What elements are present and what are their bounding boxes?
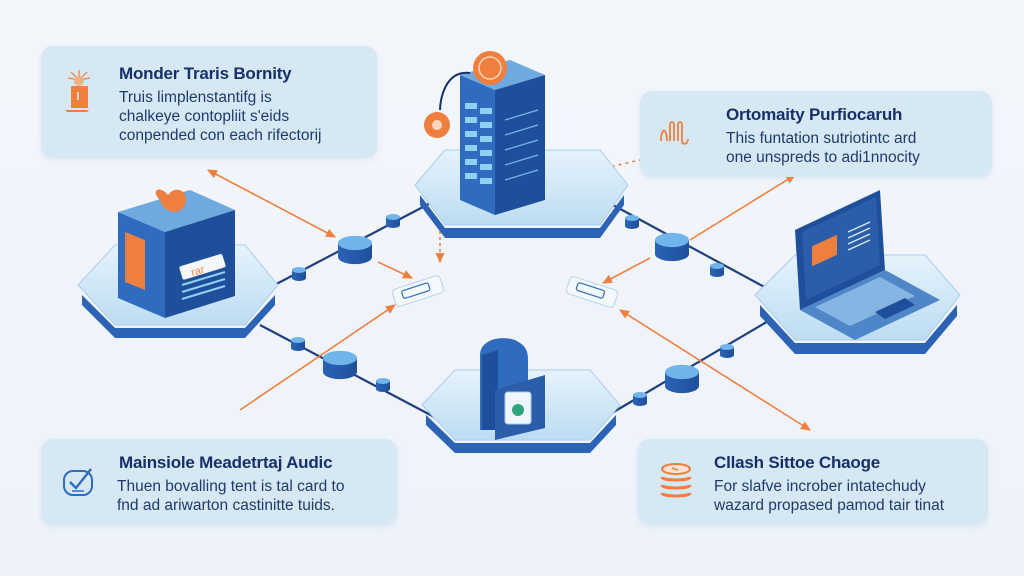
- db-node-small[interactable]: [720, 344, 734, 358]
- db-node-large[interactable]: [665, 364, 699, 394]
- card-line: wazard propased pamod tair tinat: [714, 497, 945, 514]
- card-top-left: Monder Traris Bornity Truis limplenstant…: [41, 46, 377, 158]
- card-title: Monder Traris Bornity: [119, 64, 292, 83]
- card-line: This funtation sutriotintc ard: [726, 130, 917, 147]
- checkmark-shield-icon: [63, 468, 93, 496]
- db-node-small[interactable]: [292, 267, 306, 281]
- db-node-large[interactable]: [655, 232, 689, 262]
- switch-left[interactable]: [391, 275, 445, 308]
- card-bottom-left: Mainsiole Meadetrtaj Audic Thuen bovalli…: [41, 439, 397, 525]
- security-terminal-icon[interactable]: [480, 338, 545, 440]
- card-title: Ortomaity Purfiocaruh: [726, 105, 903, 124]
- db-node-small[interactable]: [376, 378, 390, 392]
- storage-box-icon[interactable]: rar: [118, 189, 235, 318]
- db-nodes: [291, 214, 734, 406]
- card-bottom-right: Cllash Sittoe Chaoge For slafve incrober…: [638, 439, 988, 525]
- arrow-card-tr: [689, 174, 796, 241]
- card-body: This funtation sutriotintc ard one unspr…: [726, 129, 920, 167]
- laptop-chart-panel: [812, 234, 837, 267]
- card-line: Thuen bovalling tent is tal card to: [117, 478, 345, 495]
- lightbulb-box-icon: [65, 70, 91, 112]
- db-node-small[interactable]: [633, 392, 647, 406]
- card-top-right: Ortomaity Purfiocaruh This funtation sut…: [640, 91, 992, 177]
- laptop-icon[interactable]: [795, 190, 940, 340]
- switch-right[interactable]: [565, 276, 619, 309]
- storage-badge-text: rar: [190, 264, 207, 280]
- card-line: conpended con each rifectorij: [119, 127, 322, 144]
- db-node-small[interactable]: [291, 337, 305, 351]
- card-line: For slafve incrober intatechudy: [714, 478, 926, 495]
- card-line: one unspreds to adi1nnocity: [726, 149, 920, 166]
- orange-coin-large: [473, 51, 507, 85]
- server-tower-icon[interactable]: [424, 51, 545, 215]
- flow-arrows: [207, 159, 811, 431]
- card-line: Truis limplenstantifg is: [119, 89, 272, 106]
- waveform-icon: [660, 121, 689, 145]
- arrow-bottom-left-diag: [239, 304, 396, 411]
- card-line: chalkeye contopliit s'eids: [119, 108, 290, 125]
- card-title: Cllash Sittoe Chaoge: [714, 453, 881, 472]
- arrow-diag-bottom-right: [619, 309, 811, 431]
- db-node-small[interactable]: [625, 215, 640, 229]
- db-node-small[interactable]: [710, 263, 724, 277]
- arrow-dashed-top-right: [604, 159, 641, 169]
- db-node-large[interactable]: [323, 350, 357, 380]
- db-node-large[interactable]: [338, 235, 372, 265]
- db-node-small[interactable]: [386, 214, 400, 228]
- card-line: fnd ad ariwarton castinitte tuids.: [117, 497, 335, 514]
- card-body: Truis limplenstantifg is chalkeye contop…: [119, 88, 322, 145]
- card-title: Mainsiole Meadetrtaj Audic: [119, 453, 333, 472]
- coin-stack-icon: [660, 463, 692, 498]
- arrow-hub-to-switch-left: [377, 261, 414, 279]
- card-body: Thuen bovalling tent is tal card to fnd …: [117, 477, 344, 515]
- card-body: For slafve incrober intatechudy wazard p…: [714, 477, 944, 515]
- arrow-right-to-switch: [602, 257, 651, 284]
- arrow-card-tl-to-hub: [207, 169, 336, 238]
